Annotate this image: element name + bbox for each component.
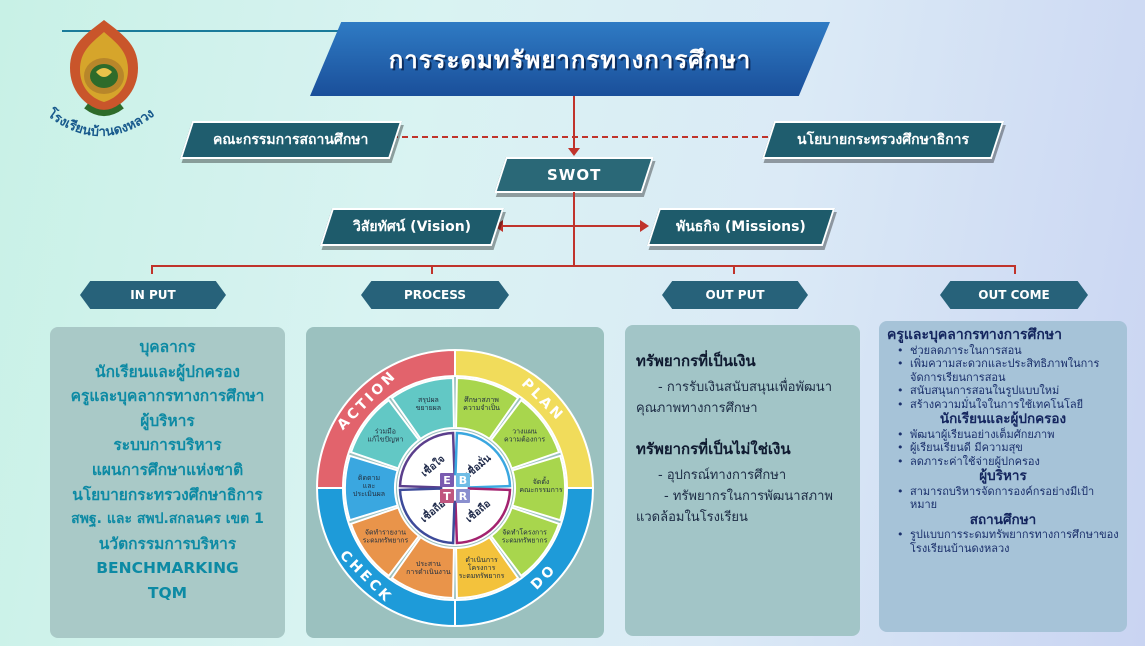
output-heading-nonmoney: ทรัพยากรที่เป็นไม่ใช่เงิน bbox=[636, 440, 791, 458]
input-item: นโยบายกระทรวงศึกษาธิการ bbox=[72, 485, 263, 504]
input-item: TQM bbox=[147, 583, 188, 602]
wheel-segment-label: จัดตั้งคณะกรรมการ bbox=[519, 475, 562, 494]
swot-arrowhead bbox=[568, 148, 580, 156]
output-heading-money: ทรัพยากรที่เป็นเงิน bbox=[636, 352, 756, 370]
output-header: OUT PUT bbox=[662, 281, 808, 309]
outcome-panel: ครูและบุคลากรทางการศึกษา •ช่วยลดภาระในกา… bbox=[879, 321, 1127, 632]
wheel-segment-label: สรุปผลขยายผล bbox=[416, 396, 441, 412]
input-item: นวัตกรรมการบริหาร bbox=[98, 534, 237, 553]
center-letter-box bbox=[440, 473, 454, 487]
list-item: •รูปแบบการระดมทรัพยากรทางการศึกษาของโรงเ… bbox=[897, 528, 1119, 555]
title-text: การระดมทรัพยากรทางการศึกษา bbox=[388, 45, 752, 74]
outcome-heading-admin: ผู้บริหาร bbox=[979, 468, 1027, 484]
outcome-heading-teachers: ครูและบุคลากรทางการศึกษา bbox=[887, 327, 1062, 343]
center-letter-box bbox=[456, 473, 470, 487]
input-list: บุคลากร นักเรียนและผู้ปกครอง ครูและบุคลา… bbox=[50, 327, 285, 606]
center-letter-box bbox=[456, 489, 470, 503]
title-to-swot-line bbox=[573, 96, 575, 153]
wheel-segment bbox=[349, 506, 421, 578]
svg-text:โรงเรียนบ้านดงหลวง: โรงเรียนบ้านดงหลวง bbox=[44, 104, 157, 140]
wheel-segment-label: ศึกษาสภาพความจำเป็น bbox=[463, 395, 500, 412]
outcome-content: ครูและบุคลากรทางการศึกษา •ช่วยลดภาระในกา… bbox=[879, 321, 1127, 555]
vision-box: วิสัยทัศน์ (Vision) bbox=[319, 208, 505, 246]
input-item: บุคลากร bbox=[139, 338, 196, 356]
input-header: IN PUT bbox=[80, 281, 226, 309]
wheel-segment bbox=[390, 535, 455, 600]
swot-box: SWOT bbox=[494, 157, 654, 193]
distribution-line bbox=[151, 265, 1016, 267]
swot-down-line bbox=[573, 192, 575, 266]
list-item: •สนับสนุนการสอนในรูปแบบใหม่ bbox=[897, 384, 1060, 397]
center-letter-box bbox=[440, 489, 454, 503]
list-item: •ผู้เรียนเรียนดี มีความสุข bbox=[897, 441, 1023, 454]
list-item: •เพิ่มความสะดวกและประสิทธิภาพในการจัดการ… bbox=[897, 357, 1100, 384]
committee-box: คณะกรรมการสถานศึกษา bbox=[179, 121, 403, 159]
output-nonmoney-item: - ทรัพยากรในการพัฒนาสภาพแวดล้อมในโรงเรีย… bbox=[636, 489, 833, 525]
wheel-segment bbox=[390, 376, 455, 441]
wheel-segment-label: จัดทำรายงานระดมทรัพยากร bbox=[363, 529, 409, 545]
input-panel: บุคลากร นักเรียนและผู้ปกครอง ครูและบุคลา… bbox=[50, 327, 285, 638]
drop-output bbox=[733, 265, 735, 274]
wheel-segment-label: จัดทำโครงการระดมทรัพยากร bbox=[502, 528, 548, 545]
wheel-segment bbox=[455, 535, 520, 600]
vision-arrowhead bbox=[494, 220, 503, 232]
wheel-center bbox=[397, 430, 513, 546]
list-item: •สร้างความมั่นใจในการใช้เทคโนโลยี bbox=[897, 397, 1084, 411]
wheel-segment-label: ดำเนินการโครงการระดมทรัพยากร bbox=[459, 556, 505, 580]
output-money-item: - การรับเงินสนับสนุนเพื่อพัฒนาคุณภาพทางก… bbox=[636, 380, 832, 416]
center-letter: T bbox=[443, 490, 451, 503]
drop-process bbox=[431, 265, 433, 274]
center-letter: B bbox=[459, 474, 467, 487]
input-item: ครูและบุคลากรทางการศึกษา bbox=[70, 387, 265, 406]
input-item: ระบบการบริหาร bbox=[113, 436, 222, 455]
policy-box: นโยบายกระทรวงศึกษาธิการ bbox=[761, 121, 1005, 159]
process-header: PROCESS bbox=[361, 281, 509, 309]
wheel-segment bbox=[489, 506, 561, 578]
wheel-segment bbox=[344, 454, 399, 522]
list-item: •พัฒนาผู้เรียนอย่างเต็มศักยภาพ bbox=[897, 427, 1055, 441]
center-letter: E bbox=[443, 474, 451, 487]
vision-mission-line bbox=[498, 225, 644, 227]
mission-box: พันธกิจ (Missions) bbox=[646, 208, 836, 246]
pdca-ring-check bbox=[315, 487, 456, 628]
mission-arrowhead bbox=[640, 220, 649, 232]
output-panel: ทรัพยากรที่เป็นเงิน - การรับเงินสนับสนุน… bbox=[625, 325, 860, 636]
list-item: •ช่วยลดภาระในการสอน bbox=[897, 343, 1022, 357]
wheel-segment-label: ติดตามและประเมินผล bbox=[353, 474, 385, 498]
drop-outcome bbox=[1014, 265, 1016, 274]
wheel-segment-label: ร่วมมือแก้ไขปัญหา bbox=[367, 427, 403, 443]
wheel-segment bbox=[489, 398, 561, 470]
outcome-header: OUT COME bbox=[940, 281, 1088, 309]
school-name-arc: โรงเรียนบ้านดงหลวง bbox=[20, 66, 180, 146]
output-nonmoney-item: - อุปกรณ์ทางการศึกษา bbox=[658, 468, 787, 483]
school-logo bbox=[56, 16, 152, 126]
input-item: นักเรียนและผู้ปกครอง bbox=[95, 362, 240, 381]
outcome-heading-students: นักเรียนและผู้ปกครอง bbox=[939, 411, 1067, 427]
input-item: แผนการศึกษาแห่งชาติ bbox=[91, 460, 244, 479]
wheel-segment bbox=[349, 398, 421, 470]
output-content: ทรัพยากรที่เป็นเงิน - การรับเงินสนับสนุน… bbox=[625, 325, 860, 528]
input-item: ผู้บริหาร bbox=[140, 411, 195, 430]
wheel-segment bbox=[455, 376, 520, 441]
list-item: •ลดภาระค่าใช้จ่ายผู้ปกครอง bbox=[897, 454, 1040, 468]
title-banner: การระดมทรัพยากรทางการศึกษา bbox=[310, 22, 830, 96]
dashed-link bbox=[392, 136, 768, 138]
wheel-segment bbox=[511, 454, 566, 522]
outcome-heading-school: สถานศึกษา bbox=[969, 511, 1037, 528]
wheel-segment-label: ประสานการดำเนินงาน bbox=[406, 560, 451, 576]
input-item: BENCHMARKING bbox=[96, 559, 239, 578]
drop-input bbox=[151, 265, 153, 274]
input-item: สพฐ. และ สพป.สกลนคร เขต 1 bbox=[71, 511, 264, 528]
center-letter: R bbox=[459, 490, 468, 503]
list-item: •สามารถบริหารจัดการองค์กรอย่างมีเป้าหมาย bbox=[897, 484, 1095, 512]
wheel-segment-label: วางแผนความต้องการ bbox=[504, 427, 545, 443]
